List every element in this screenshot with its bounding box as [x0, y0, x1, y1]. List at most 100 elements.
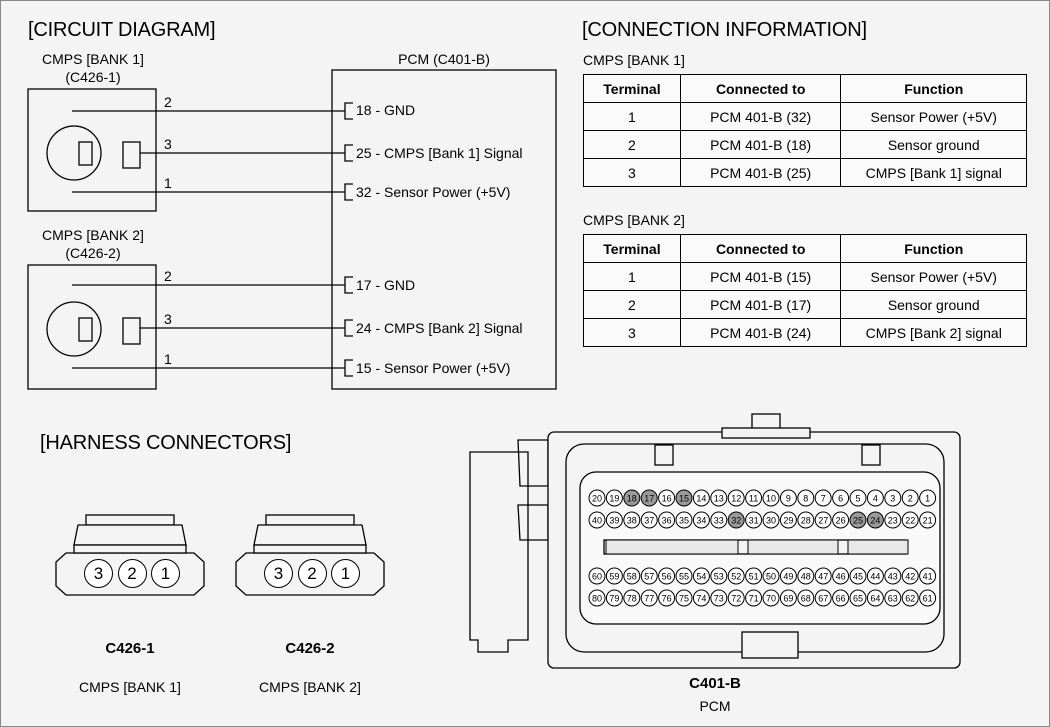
c426-2-pin: 3 [264, 559, 293, 588]
bank2-connection-table: Terminal Connected to Function 1 PCM 401… [583, 234, 1027, 347]
c401b-pin-number: 65 [853, 594, 863, 604]
bank1-connector-id: (C426-1) [65, 69, 121, 85]
c401b-pin-number: 61 [923, 594, 933, 604]
c401b-pin-number: 73 [714, 594, 724, 604]
pcm-terminal-label: 25 - CMPS [Bank 1] Signal [356, 145, 523, 161]
c401b-pin-number: 5 [855, 494, 860, 504]
table-cell: 3 [583, 318, 681, 347]
c401b-pin-number: 24 [870, 516, 880, 526]
c401b-pin [762, 489, 780, 507]
c401b-pin-number: 16 [662, 494, 672, 504]
c401b-pin-number: 35 [679, 516, 689, 526]
c401b-pin [814, 489, 832, 507]
c401b-pin-number: 66 [836, 594, 846, 604]
c401b-pin [762, 567, 780, 585]
c401b-pin [605, 511, 623, 529]
table-cell: PCM 401-B (24) [679, 318, 842, 347]
c426-1-pin: 3 [84, 559, 113, 588]
c401b-pin-number: 37 [644, 516, 654, 526]
pcm-terminal-label: 17 - GND [356, 277, 416, 293]
c401b-pin-number: 12 [731, 494, 741, 504]
harness-connectors-title: [HARNESS CONNECTORS] [40, 432, 292, 454]
c401b-pin [675, 511, 693, 529]
table-cell: PCM 401-B (17) [679, 290, 842, 319]
c401b-pin-number: 20 [592, 494, 602, 504]
c401b-pin [692, 567, 710, 585]
c401b-pin-number: 19 [609, 494, 619, 504]
c401b-pin [588, 567, 606, 585]
c401b-pin [884, 489, 902, 507]
c426-2-description: CMPS [BANK 2] [259, 679, 361, 695]
c401b-pin-number: 38 [627, 516, 637, 526]
c401b-pin-number: 33 [714, 516, 724, 526]
pcm-terminal-label: 18 - GND [356, 102, 416, 118]
c401b-center-slot [747, 539, 839, 555]
c401b-pin [658, 511, 676, 529]
c401b-pin-number: 25 [853, 516, 863, 526]
c401b-pin-number: 13 [714, 494, 724, 504]
bank1-sensor-body [46, 125, 102, 181]
c401b-pin-number: 74 [696, 594, 706, 604]
c401b-pin-number: 70 [766, 594, 776, 604]
c401b-pin-number: 31 [749, 516, 759, 526]
c401b-pin-number: 49 [783, 572, 793, 582]
c401b-pin [901, 489, 919, 507]
c401b-pin [762, 589, 780, 607]
c401b-pin [779, 567, 797, 585]
column-header: Function [840, 234, 1027, 263]
bank2-table-caption: CMPS [BANK 2] [583, 212, 685, 228]
c401b-pin-number: 67 [818, 594, 828, 604]
c401b-pin [832, 489, 850, 507]
c401b-pin [658, 489, 676, 507]
c401b-pin [710, 567, 728, 585]
c401b-pin-number: 52 [731, 572, 741, 582]
bank1-sensor-name: CMPS [BANK 1] [42, 51, 144, 67]
table-header-row: Terminal Connected to Function [583, 74, 1027, 103]
c426-1-description: CMPS [BANK 1] [79, 679, 181, 695]
c401b-pin [884, 567, 902, 585]
c401b-pin-number: 3 [890, 494, 895, 504]
bank2-sensor-box [27, 264, 157, 390]
table-cell: Sensor ground [840, 130, 1027, 159]
c401b-pin [919, 511, 937, 529]
c401b-pin [901, 589, 919, 607]
c401b-pin [866, 567, 884, 585]
table-cell: CMPS [Bank 1] signal [840, 158, 1027, 187]
c401b-pin-number: 76 [662, 594, 672, 604]
table-row: 2 PCM 401-B (18) Sensor ground [583, 130, 1027, 159]
c401b-pin-number: 75 [679, 594, 689, 604]
c401b-pin [866, 489, 884, 507]
c401b-pin-number: 58 [627, 572, 637, 582]
c426-2-code: C426-2 [285, 640, 335, 657]
c401b-pin-number: 60 [592, 572, 602, 582]
c401b-pin-number: 55 [679, 572, 689, 582]
c401b-pin-number: 77 [644, 594, 654, 604]
c401b-pin [692, 489, 710, 507]
c401b-pin [901, 567, 919, 585]
c401b-pin-number: 34 [696, 516, 706, 526]
c401b-pin-number: 36 [662, 516, 672, 526]
bank1-pin-label: 2 [164, 94, 172, 110]
c401b-pin [797, 567, 815, 585]
table-cell: Sensor ground [840, 290, 1027, 319]
c401b-pin-number: 45 [853, 572, 863, 582]
c401b-pin [675, 489, 693, 507]
c426-2-pin: 2 [297, 559, 327, 588]
c401b-pin-number: 56 [662, 572, 672, 582]
bank2-pin-label: 2 [164, 268, 172, 284]
c401b-pin-number: 57 [644, 572, 654, 582]
table-row: 2 PCM 401-B (17) Sensor ground [583, 290, 1027, 319]
c401b-pin [675, 589, 693, 607]
table-cell: PCM 401-B (15) [679, 262, 842, 291]
table-row: 1 PCM 401-B (15) Sensor Power (+5V) [583, 262, 1027, 291]
pcm-terminal-label: 32 - Sensor Power (+5V) [356, 184, 511, 200]
table-cell: 3 [583, 158, 681, 187]
c401b-pin [727, 589, 745, 607]
c401b-pin [623, 489, 641, 507]
c401b-pin-number: 4 [873, 494, 878, 504]
c401b-pin [779, 589, 797, 607]
c401b-pin-number: 18 [627, 494, 637, 504]
c401b-pin [832, 589, 850, 607]
